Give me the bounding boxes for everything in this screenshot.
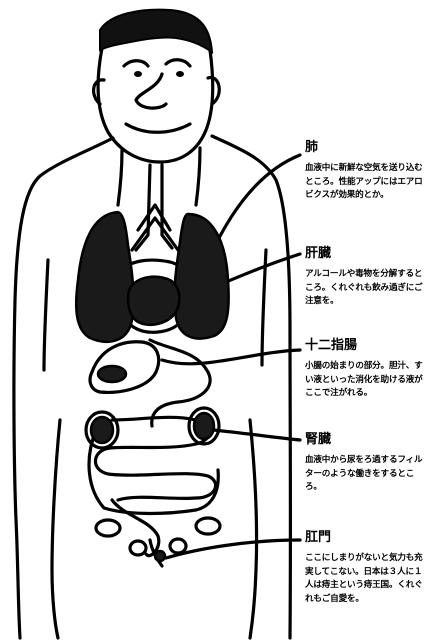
- gallbladder: [98, 366, 126, 382]
- mouth: [126, 124, 190, 132]
- annotation-duodenum: 十二指腸 小腸の始まりの部分。胆汁、すい液といった消化を助ける液がここで注がれる…: [305, 338, 423, 401]
- anus: [155, 551, 165, 561]
- right-kidney-fill: [194, 413, 214, 439]
- annotation-liver-name: 肝臓: [305, 246, 423, 262]
- annotation-duodenum-name: 十二指腸: [305, 338, 423, 354]
- left-eyebrow: [124, 61, 148, 66]
- left-eye: [134, 71, 142, 77]
- annotation-anus-name: 肛門: [305, 530, 423, 546]
- right-pelvis-node: [170, 539, 186, 553]
- left-kidney-fill: [91, 417, 113, 443]
- right-eyebrow: [166, 60, 190, 66]
- annotation-lung-description: 血液中に新鮮な空気を送り込むところ。性能アップにはエアロビクスが効果的とか。: [305, 162, 423, 203]
- annotation-kidney-name: 腎臓: [305, 432, 423, 448]
- right-hip-bone: [196, 518, 220, 534]
- left-lung: [76, 212, 133, 342]
- body-outline-left: [14, 138, 113, 638]
- annotation-duodenum-description: 小腸の始まりの部分。胆汁、すい液といった消化を助ける液がここで注がれる。: [305, 360, 423, 401]
- annotation-lung: 肺 血液中に新鮮な空気を送り込むところ。性能アップにはエアロビクスが効果的とか。: [305, 140, 423, 203]
- annotation-anus-description: ここにしまりがないと気力も充実してこない。日本は３人に１人は痔主という痔王国。く…: [305, 552, 423, 606]
- annotation-liver-description: アルコールや毒物を分解するところ。くれぐれも飲み過ぎにご注意を。: [305, 268, 423, 309]
- stomach-outline: [90, 342, 159, 393]
- annotation-lung-name: 肺: [305, 140, 423, 156]
- left-arm-inner: [44, 260, 48, 370]
- annotation-anus: 肛門 ここにしまりがないと気力も充実してこない。日本は３人に１人は痔主という痔王…: [305, 530, 423, 606]
- left-hip-bone: [96, 520, 120, 536]
- annotation-liver: 肝臓 アルコールや毒物を分解するところ。くれぐれも飲み過ぎにご注意を。: [305, 246, 423, 309]
- torso-right-line: [250, 420, 257, 638]
- face-outline: [98, 48, 213, 162]
- torso-left-line: [52, 420, 60, 638]
- annotation-kidney-description: 血液中から尿をろ過するフィルターのような働きをするところ。: [305, 454, 423, 495]
- body-outline-right: [212, 136, 290, 638]
- callout-line-kidney: [214, 430, 300, 440]
- annotation-kidney: 腎臓 血液中から尿をろ過するフィルターのような働きをするところ。: [305, 432, 423, 495]
- right-eye: [176, 71, 184, 77]
- neck-right: [196, 148, 200, 205]
- left-pelvis-node: [130, 541, 146, 555]
- thymus-lines: [132, 205, 178, 250]
- hair: [100, 10, 212, 52]
- neck-left: [118, 150, 122, 205]
- nose: [136, 74, 166, 108]
- liver: [128, 277, 179, 325]
